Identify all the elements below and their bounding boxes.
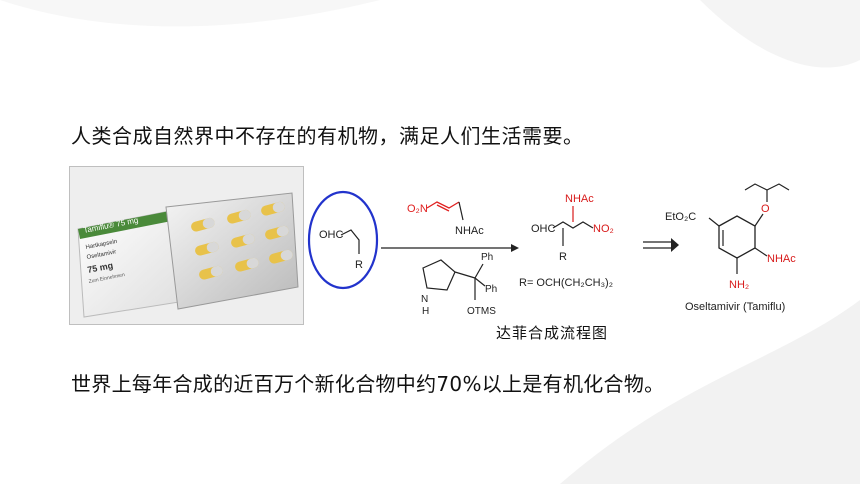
synthesis-scheme: OHC R O₂N NHAc N H Ph Ph OTMS OHC NHAc N… [307, 183, 796, 317]
box-ingredient: Oseltamivir [86, 249, 117, 261]
intermediate-ohc-label: OHC [531, 223, 556, 235]
scheme-caption: 达菲合成流程图 [496, 324, 609, 342]
reagent-nitro-label: O₂N [407, 203, 428, 215]
catalyst-ring [422, 259, 456, 291]
catalyst-otms-label: OTMS [467, 306, 496, 317]
catalyst-n-label: N [421, 294, 428, 305]
box-dose: 75 mg [86, 260, 113, 275]
reactant-highlight-circle [307, 190, 379, 290]
box-form: Hartkapseln [85, 239, 118, 251]
intermediate-r-label: R [559, 251, 567, 263]
product-o-label: O [761, 203, 770, 215]
product-ester-label: EtO₂C [665, 211, 696, 223]
product-nh2-label: NH₂ [729, 279, 749, 291]
r-definition-label: R= OCH(CH₂CH₃)₂ [519, 277, 613, 289]
slide-footer: 世界上每年合成的近百万个新化合物中约70%以上是有机化合物。 [71, 372, 665, 396]
intermediate-no2-label: NO₂ [593, 223, 614, 235]
product-nhac-label: NHAc [767, 253, 796, 265]
tamiflu-photo: Tamiflu® 75 mg Hartkapseln Oseltamivir 7… [69, 166, 304, 325]
product-ring [718, 215, 756, 259]
slide-heading: 人类合成自然界中不存在的有机物，满足人们生活需要。 [71, 124, 584, 148]
reactant-r-label: R [355, 259, 363, 271]
catalyst-ph2-label: Ph [485, 284, 497, 295]
intermediate-nhac-label: NHAc [565, 193, 594, 205]
catalyst-ph1-label: Ph [481, 252, 493, 263]
product-name-label: Oseltamivir (Tamiflu) [685, 301, 785, 313]
reactant-aldehyde-label: OHC [319, 229, 344, 241]
catalyst-h-label: H [422, 306, 429, 317]
reagent-nhac-label: NHAc [455, 225, 484, 237]
capsule-group [191, 201, 293, 280]
